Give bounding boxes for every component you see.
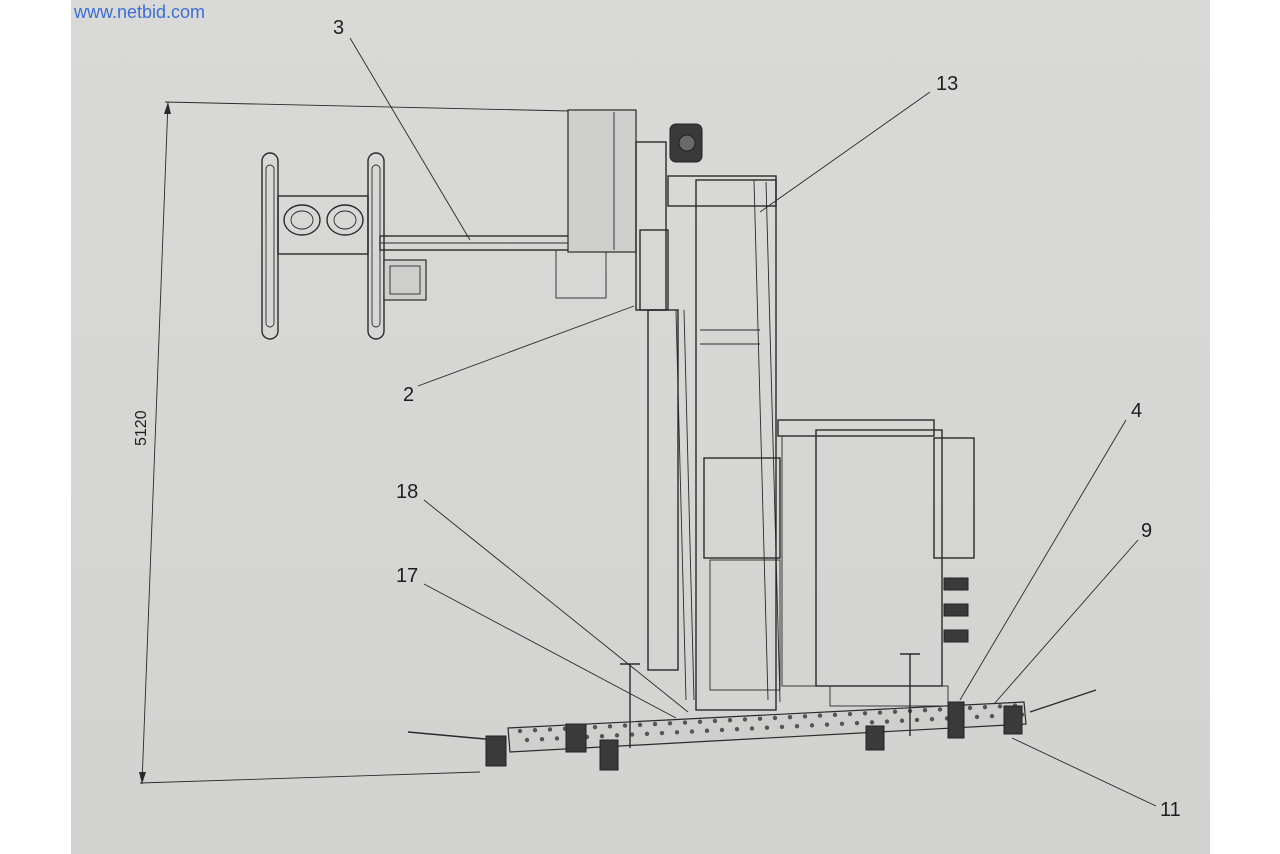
rail-hole [982, 704, 988, 710]
rail-hole [839, 721, 845, 727]
rail-hole [547, 727, 553, 732]
rail-hole [892, 709, 898, 714]
right-cabinet [777, 419, 975, 707]
vertical-column [639, 175, 781, 711]
rail-hole [524, 737, 530, 743]
rail-hole [539, 737, 545, 742]
callout-2: 2 [403, 384, 414, 406]
rail-hole [899, 718, 905, 723]
rail-hole [832, 712, 838, 718]
rail-hole [592, 724, 598, 730]
rail-hole [704, 728, 710, 733]
rail-hole [877, 710, 883, 715]
rail-hole [794, 723, 800, 729]
rail-hole [682, 720, 688, 725]
rail-hole [719, 727, 725, 733]
rail-hole [989, 713, 995, 719]
dimension-5120: 5120 [133, 101, 616, 785]
callout-3: 3 [333, 17, 344, 39]
rail-hole [667, 721, 673, 726]
rail-hole [607, 724, 613, 729]
rail-hole [614, 733, 620, 738]
rail-hole [772, 715, 778, 721]
rail-hole [599, 733, 605, 739]
rail-hole [764, 725, 770, 730]
rail-hole [734, 727, 740, 732]
rail-hole [862, 711, 868, 716]
callout-18: 18 [396, 481, 418, 503]
rail-hole [922, 708, 928, 713]
rail-hole [637, 722, 643, 728]
rail-hole [779, 724, 785, 730]
rail-hole [967, 705, 973, 711]
rail-hole [869, 720, 875, 725]
leader-lines [349, 37, 1157, 807]
motor [669, 123, 703, 163]
rail-hole [652, 721, 658, 727]
rail-hole [757, 716, 763, 721]
dimension-label: 5120 [133, 410, 150, 446]
callout-4: 4 [1131, 400, 1142, 422]
rail-hole [974, 714, 980, 720]
rail-hole [809, 723, 815, 728]
callout-9: 9 [1141, 520, 1152, 542]
base-rail [407, 653, 1097, 771]
rail-hole [824, 722, 830, 727]
callout-11: 11 [1160, 799, 1181, 821]
rail-hole [727, 718, 733, 723]
rail-hole [644, 731, 650, 737]
rail-hole [914, 717, 920, 723]
rail-hole [847, 711, 853, 717]
rail-hole [937, 707, 943, 712]
rail-hole [802, 714, 808, 719]
rail-hole [854, 720, 860, 726]
rail-hole [674, 730, 680, 735]
rail-hole [659, 730, 665, 736]
callouts: 3 13 2 18 17 4 9 11 [333, 17, 1181, 821]
rail-hole [997, 704, 1003, 709]
rail-hole [554, 736, 560, 741]
rail-hole [817, 713, 823, 718]
rail-hole [622, 723, 628, 728]
rail-hole [689, 729, 695, 734]
rail-hole [742, 717, 748, 722]
rail-hole [532, 728, 538, 733]
callout-17: 17 [396, 565, 418, 587]
rail-hole [787, 714, 793, 720]
upper-cabinet [567, 109, 667, 311]
rail-hole [749, 726, 755, 731]
watermark-link[interactable]: www.netbid.com [74, 2, 206, 22]
rail-hole [929, 717, 935, 722]
rail-hole [884, 719, 890, 724]
rail-hole [517, 728, 523, 734]
rail-hole [697, 719, 703, 724]
gripper-assembly [261, 152, 427, 340]
rail-hole [629, 732, 635, 737]
callout-13: 13 [936, 73, 958, 95]
rail-hole [712, 718, 718, 724]
